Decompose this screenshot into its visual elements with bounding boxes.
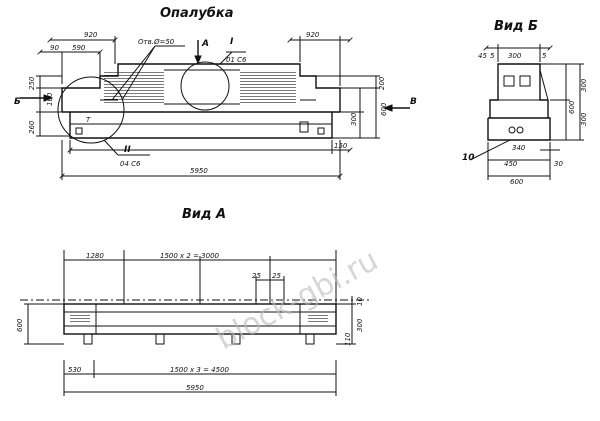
vb-dim-30: 30 <box>554 160 563 168</box>
arrow-b-label: Б <box>14 97 21 107</box>
vb-dim-600: 600 <box>510 178 524 186</box>
dim-250: 250 <box>28 76 36 90</box>
va-dim-110: 110 <box>344 332 352 346</box>
view-a-title: Вид А <box>182 207 226 222</box>
dim-300: 300 <box>350 112 358 126</box>
vb-dim-300c: 300 <box>580 112 588 126</box>
vb-dim-600v: 600 <box>568 100 576 114</box>
vb-label-10: 10 <box>462 153 475 163</box>
view-a <box>20 250 370 396</box>
vb-dim-300b: 300 <box>580 78 588 92</box>
formwork-view <box>20 36 410 180</box>
dim-5950: 5950 <box>190 167 208 175</box>
dim-90: 90 <box>50 44 59 52</box>
view-b-title: Вид Б <box>494 19 538 34</box>
dim-200: 200 <box>378 76 386 90</box>
dim-920-right: 920 <box>306 31 320 39</box>
node1-ref: 01 С6 <box>226 56 247 64</box>
arrow-v-label: В <box>410 97 417 107</box>
node2-ref: 04 С6 <box>120 160 141 168</box>
vb-dim-5b: 5 <box>542 52 547 60</box>
dim-150: 150 <box>334 142 348 150</box>
va-dim-10: 10 <box>356 297 364 306</box>
va-dim-5950: 5950 <box>186 384 204 392</box>
vb-dim-340: 340 <box>512 144 526 152</box>
view-b-text: Вид Б 45 5 300 5 300 300 600 10 340 450 … <box>462 19 588 186</box>
va-dim-530: 530 <box>68 366 82 374</box>
va-dim-25a: 25 <box>252 272 261 280</box>
dim-260: 260 <box>28 120 36 134</box>
va-dim-25b: 25 <box>272 272 281 280</box>
va-dim-600: 600 <box>16 318 24 332</box>
vb-dim-300: 300 <box>508 52 522 60</box>
va-dim-300: 300 <box>356 318 364 332</box>
view-a-text: Вид А 1280 1500 x 2 = 3000 25 25 530 150… <box>16 207 364 392</box>
vb-dim-45: 45 <box>478 52 487 60</box>
node1-roman: I <box>230 37 234 47</box>
va-dim-1280: 1280 <box>86 252 104 260</box>
node2-roman: II <box>124 145 131 155</box>
va-dim-1500x2: 1500 x 2 = 3000 <box>160 252 220 260</box>
dim-590: 590 <box>72 44 86 52</box>
view-b <box>469 44 584 180</box>
vb-dim-5a: 5 <box>490 52 495 60</box>
hole-note: Отв.Ø=50 <box>138 38 175 46</box>
dim-100: 100 <box>46 92 54 106</box>
dim-600: 600 <box>380 102 388 116</box>
dim-920-left: 920 <box>84 31 98 39</box>
va-dim-1500x3: 1500 x 3 = 4500 <box>170 366 230 374</box>
mark-t: T <box>86 116 91 124</box>
arrow-a-label: А <box>201 39 209 49</box>
formwork-text: Опалубка Б В А Отв.Ø=50 I 01 С6 II 04 С6… <box>14 6 417 175</box>
vb-dim-450: 450 <box>504 160 518 168</box>
formwork-title: Опалубка <box>160 6 233 21</box>
